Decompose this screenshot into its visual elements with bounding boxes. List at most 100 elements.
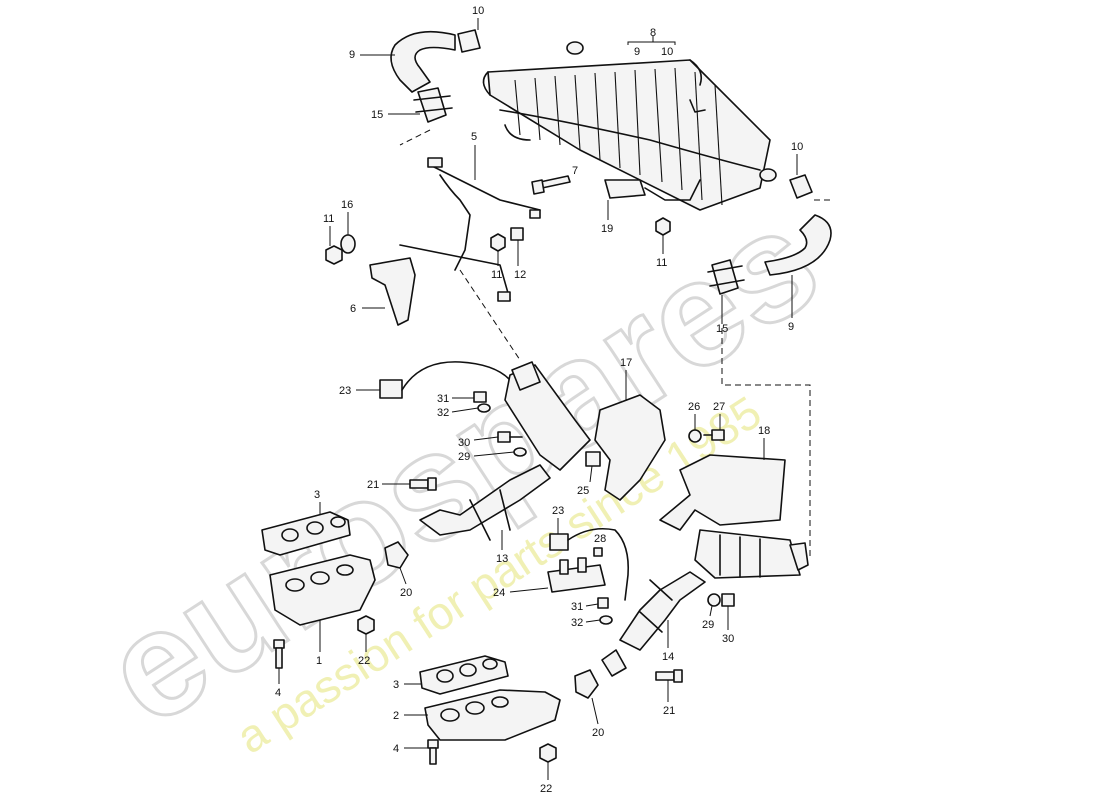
bolt-31-upper (473, 391, 487, 403)
callout-label: 9 (788, 321, 794, 333)
heat-shield-17 (594, 394, 666, 501)
upper-hose (390, 29, 481, 93)
catalytic-converter-left (504, 361, 591, 471)
bracket-6 (369, 257, 416, 326)
clamp-15-right (707, 259, 745, 295)
callout-14: 14 (662, 620, 674, 663)
callout-11-right: 11 (656, 235, 667, 269)
callout-32-lower: 32 (571, 617, 601, 629)
callout-label: 23 (552, 505, 564, 517)
callout-27: 27 (713, 401, 725, 430)
washer-32-upper (477, 403, 491, 413)
bolt-21-lower (655, 669, 683, 683)
callout-label: 13 (496, 553, 508, 565)
nut-22-lower (539, 743, 557, 763)
callout-1: 1 (316, 620, 322, 667)
bracket-24 (547, 557, 606, 593)
callout-label: 21 (367, 479, 379, 491)
heat-shield-18 (659, 454, 786, 531)
callout-9-top: 9 (349, 49, 395, 61)
callout-label: 11 (491, 269, 502, 281)
callout-label: 22 (358, 655, 370, 667)
callout-10-top: 10 (472, 5, 484, 30)
callout-21-lower: 21 (663, 680, 675, 717)
callout-label: 27 (713, 401, 725, 413)
callout-3-upper: 3 (314, 489, 321, 514)
callout-label: 25 (577, 485, 589, 497)
washer-12 (510, 227, 524, 241)
callout-15-top: 15 (371, 109, 420, 121)
callout-label: 23 (339, 385, 351, 397)
callout-23-upper: 23 (339, 385, 380, 397)
gasket-20-right (574, 669, 599, 699)
callout-label: 32 (437, 407, 449, 419)
callout-label: 10 (472, 5, 484, 17)
callout-16: 16 (341, 199, 353, 235)
callout-5: 5 (471, 131, 477, 180)
callout-24: 24 (493, 587, 549, 599)
callout-28: 28 (594, 533, 606, 545)
bracket-5 (399, 157, 541, 302)
callout-26: 26 (688, 401, 700, 430)
nut-22-upper (357, 615, 375, 635)
callout-label: 21 (663, 705, 675, 717)
callout-label: 32 (571, 617, 583, 629)
callout-label: 24 (493, 587, 505, 599)
gasket-20-left (384, 541, 409, 569)
callout-label: 3 (314, 489, 320, 501)
manifold-1 (269, 554, 376, 626)
routing-line (721, 298, 811, 560)
callout-9-right: 9 (788, 275, 794, 333)
callout-20-right: 20 (591, 697, 604, 739)
callout-19: 19 (601, 200, 613, 235)
callout-label: 31 (437, 393, 449, 405)
gasket-3-lower (419, 655, 509, 695)
callout-label: 28 (594, 533, 606, 545)
callout-label: 29 (458, 451, 470, 463)
callout-4-lower: 4 (393, 743, 428, 755)
rubber-mount-19 (604, 179, 701, 201)
bolt-28 (593, 547, 603, 557)
callout-label: 26 (688, 401, 700, 413)
callout-4-upper: 4 (275, 668, 281, 699)
front-pipe-14 (601, 571, 706, 677)
washer-29-left (513, 447, 527, 457)
callout-7: 7 (572, 165, 578, 177)
callout-30-right: 30 (722, 606, 734, 645)
callout-label: 2 (393, 710, 399, 722)
callout-23-lower: 23 (552, 505, 564, 534)
callout-label: 20 (592, 727, 604, 739)
callout-label: 5 (471, 131, 477, 143)
callout-label: 4 (275, 687, 281, 699)
routing-line (399, 129, 431, 146)
nut-11-left (325, 245, 343, 265)
callout-12: 12 (514, 240, 526, 281)
callout-22-upper: 22 (358, 634, 370, 667)
clip-25 (585, 451, 601, 467)
callout-31-lower: 31 (571, 601, 599, 613)
callout-29-left: 29 (458, 451, 515, 463)
callout-21-upper: 21 (367, 479, 410, 491)
bolt-21-upper (409, 477, 437, 491)
callout-label: 18 (758, 425, 770, 437)
callout-label: 6 (350, 303, 356, 315)
washer-29-right (707, 593, 721, 607)
callout-31-upper: 31 (437, 393, 474, 405)
lower-hose (764, 174, 832, 276)
callout-label: 31 (571, 601, 583, 613)
bolt-7 (531, 175, 571, 195)
callout-label: 29 (702, 619, 714, 631)
callout-29-right: 29 (702, 605, 714, 631)
callout-18: 18 (758, 425, 770, 460)
bolt-31-lower (597, 597, 609, 609)
callout-label: 12 (514, 269, 526, 281)
gasket-3-upper (261, 511, 351, 556)
callout-32-upper: 32 (437, 407, 479, 419)
bolt-30-right (721, 593, 735, 607)
nut-11-middle (490, 233, 506, 252)
callout-label: 9 (349, 49, 355, 61)
oxygen-sensor-23-upper (379, 361, 511, 399)
callout-label: 9 (634, 46, 640, 58)
routing-line (459, 269, 521, 361)
